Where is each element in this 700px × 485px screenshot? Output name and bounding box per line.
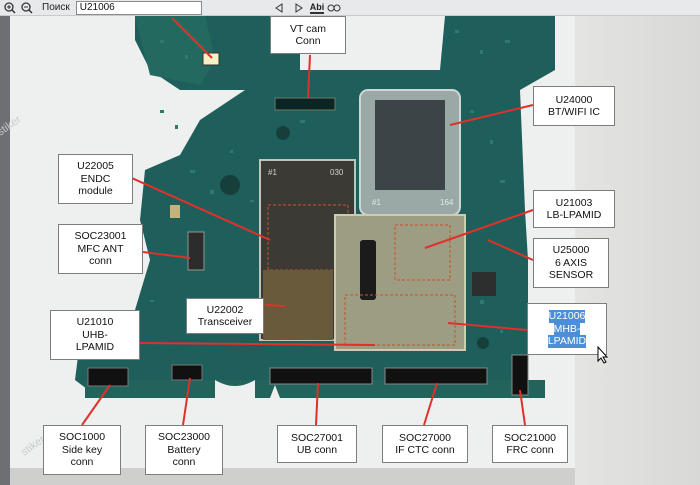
pointer-arrow (142, 251, 191, 259)
mounting-hole (477, 337, 489, 349)
pointer-arrow (264, 304, 286, 307)
label-u22002: U22002 Transceiver (186, 298, 264, 334)
bt-wifi-chip (375, 100, 445, 190)
pointer-arrow (423, 382, 438, 426)
mfc-ant-connector (187, 231, 205, 271)
pointer-arrow (124, 174, 271, 241)
pointer-arrow (315, 382, 319, 426)
pcb-top-left-tab (135, 16, 215, 85)
label-soc1000: SOC1000 Side key conn (43, 425, 121, 475)
pointer-arrow (449, 104, 534, 126)
search-input[interactable] (75, 0, 202, 15)
pointer-arrow (171, 17, 213, 59)
lpamid-slot (360, 240, 376, 300)
pointer-lines (81, 17, 534, 426)
lb-lpamid-outline (394, 224, 451, 281)
search-label: Поиск (42, 2, 70, 13)
mounting-hole (220, 175, 240, 195)
six-axis-sensor (472, 272, 496, 296)
label-vt-cam-conn: VT cam Conn (270, 16, 346, 54)
chip-mark: 030 (330, 168, 344, 177)
previous-result-icon[interactable] (272, 1, 286, 14)
label-soc21000: SOC21000 FRC conn (492, 425, 568, 463)
zoom-in-icon[interactable] (3, 1, 17, 14)
label-u21006: U21006 MHB- LPAMID (527, 303, 607, 355)
viewer-toolbar: Поиск Abi (0, 0, 700, 16)
highlighted-search-match: U21006 (548, 310, 586, 323)
zoom-out-icon[interactable] (20, 1, 34, 14)
battery-connector (171, 364, 203, 381)
label-soc27001: SOC27001 UB conn (277, 425, 357, 463)
label-u22005: U22005 ENDC module (58, 154, 133, 204)
pointer-arrow (139, 342, 376, 346)
camera-flash-component (202, 52, 220, 66)
side-key-connector (87, 367, 129, 387)
pointer-arrow (307, 54, 311, 99)
vt-cam-connector (274, 97, 336, 111)
label-u24000: U24000 BT/WIFI IC (533, 86, 615, 126)
pointer-arrow (447, 322, 528, 331)
label-soc23001: SOC23001 MFC ANT conn (58, 224, 143, 274)
label-u25000: U25000 6 AXIS SENSOR (533, 238, 609, 288)
monitor-bezel (0, 16, 10, 485)
label-soc23000: SOC23000 Battery conn (145, 425, 223, 475)
pcb-notch (215, 380, 255, 398)
label-u21006-line: LPAMID (547, 335, 587, 348)
next-result-icon[interactable] (292, 1, 306, 14)
label-soc27000: SOC27000 IF CTC conn (382, 425, 468, 463)
pointer-arrow (182, 377, 191, 426)
highlight-all-icon[interactable] (327, 1, 341, 14)
mhb-lpamid-outline (344, 294, 456, 346)
frc-connector (511, 354, 529, 396)
capacitor (170, 205, 180, 218)
pointer-arrow (519, 389, 526, 426)
chip-mark: #1 (268, 168, 277, 177)
chip-mark: #1 (372, 198, 381, 207)
if-ctc-connector (384, 367, 488, 385)
lpamid-shield (334, 214, 466, 351)
pointer-arrow (424, 209, 534, 249)
pointer-arrow (81, 384, 111, 426)
chip-mark: 164 (440, 198, 454, 207)
match-case-button[interactable]: Abi (309, 1, 325, 14)
pcb-components (150, 30, 510, 333)
mounting-hole (276, 126, 290, 140)
ub-connector (269, 367, 373, 385)
pointer-arrow (487, 239, 534, 261)
label-u21003: U21003 LB-LPAMID (533, 190, 615, 228)
label-u21006-line: MHB- (553, 322, 581, 336)
label-u21010: U21010 UHB- LPAMID (50, 310, 140, 360)
mouse-cursor-icon (597, 346, 609, 364)
pcb-notch (270, 385, 280, 398)
